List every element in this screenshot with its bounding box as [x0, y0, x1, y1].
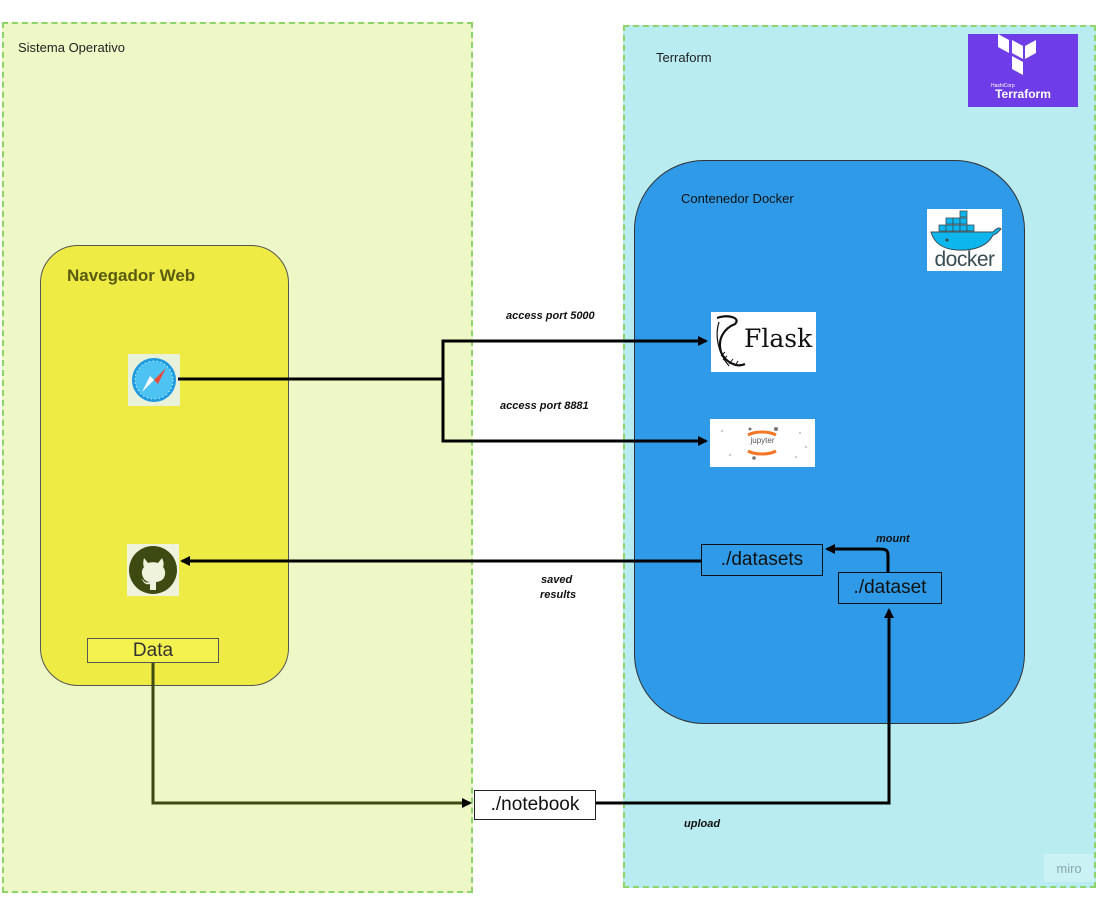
upload-label: upload [684, 818, 721, 830]
web-browser-box [40, 245, 289, 686]
terraform-logo: HashiCorp Terraform [968, 34, 1078, 107]
flask-horn-icon [716, 315, 746, 367]
jupyter-orbit-icon [721, 427, 807, 460]
upload-edge [596, 608, 894, 805]
mount-edge [825, 544, 890, 572]
jupyter-logo: jupyter [710, 419, 815, 467]
safari-browser-icon [128, 354, 180, 406]
mount-label: mount [876, 533, 910, 545]
jupyter-logo-text: jupyter [750, 436, 775, 445]
browser-to-services-edge [178, 336, 708, 446]
notebook-folder-tag: ./notebook [474, 790, 596, 820]
docker-whale-icon [930, 210, 1002, 251]
terraform-mark-icon [998, 34, 1036, 75]
docker-container-title: Contenedor Docker [681, 191, 794, 206]
flask-logo: Flask [711, 312, 816, 372]
datasets-folder-tag: ./datasets [701, 544, 823, 576]
terraform-vendor-text: HashiCorp [991, 83, 1015, 89]
docker-logo: docker [927, 209, 1002, 271]
results-label: results [540, 589, 577, 601]
os-zone-label: Sistema Operativo [18, 40, 125, 55]
web-browser-title: Navegador Web [67, 266, 196, 285]
data-folder-tag: Data [87, 638, 219, 663]
access-port-5000-label: access port 5000 [506, 310, 595, 322]
miro-watermark: miro [1044, 854, 1094, 882]
terraform-zone-label: Terraform [656, 50, 712, 65]
access-port-8881-label: access port 8881 [500, 400, 589, 412]
github-icon [127, 544, 179, 596]
flask-logo-text: Flask [744, 324, 813, 353]
data-to-notebook-edge [151, 663, 472, 808]
saved-label: saved [541, 574, 573, 586]
docker-logo-text: docker [934, 248, 995, 271]
terraform-logo-text: Terraform [995, 87, 1051, 101]
dataset-folder-tag: ./dataset [838, 572, 942, 604]
